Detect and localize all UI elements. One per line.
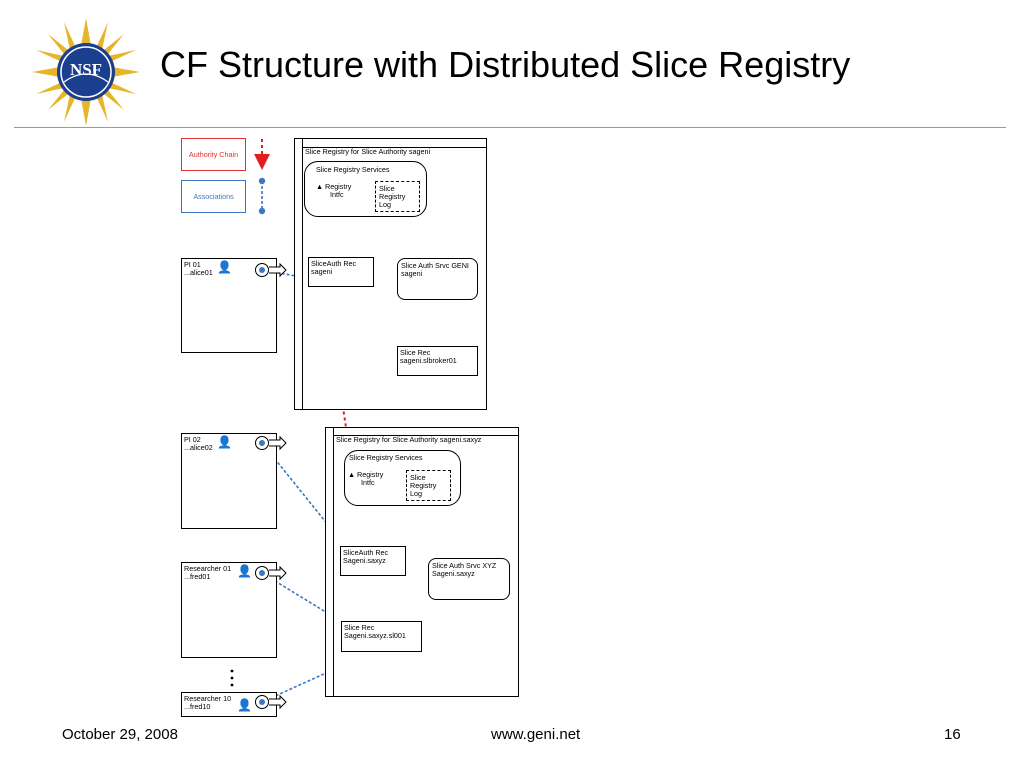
registry1-log-line2: Registry: [379, 192, 406, 201]
registry1-log-line1: Slice: [379, 184, 395, 193]
principal-pi01-id: ...alice01: [184, 268, 213, 277]
principal-researcher10-id: ...fred10: [184, 702, 211, 711]
principal-pi01-name: PI 01: [184, 260, 201, 269]
pi01-port-icon: [255, 262, 287, 278]
registry1-sliceauth-srvc: [397, 258, 478, 300]
association-pi01: [261, 269, 314, 280]
registry2-log-line2: Registry: [410, 481, 437, 490]
principal-pi02: [181, 433, 277, 529]
registry1-frame-inner-line: [302, 138, 303, 410]
registry2-log: [406, 470, 451, 501]
pi02-person-icon: 👤: [217, 435, 232, 449]
legend-associations: Associations: [181, 180, 246, 213]
registry2-log-line1: Slice: [410, 473, 426, 482]
researcher10-port-icon: [255, 694, 287, 710]
registry1-intfc-line2: Intfc: [330, 190, 344, 199]
nsf-logo-text: NSF: [69, 60, 103, 79]
registry2-sliceauth-rec-line2: Sageni.saxyz: [343, 556, 386, 565]
registry1-slice-rec-line1: Slice Rec: [400, 348, 431, 357]
footer-url[interactable]: www.geni.net: [491, 726, 581, 743]
registry1-sliceauth-srvc-line2: sageni: [401, 269, 423, 278]
registry2-slice-rec-line2: Sageni.saxyz.sl001: [344, 631, 406, 640]
registry1-frame-top-line: [302, 147, 487, 148]
footer-date: October 29, 2008: [62, 726, 178, 743]
footer-page-number: 16: [944, 726, 961, 743]
registry2-title: Slice Registry for Slice Authority sagen…: [336, 435, 482, 444]
registry1-sliceauth-rec-line1: SliceAuth Rec: [311, 259, 357, 268]
registry2-sliceauth-rec-line1: SliceAuth Rec: [343, 548, 389, 557]
registry2-intfc-icon: ▲: [348, 470, 356, 479]
registry2-sliceauth-srvc-line1: Slice Auth Srvc XYZ: [432, 561, 497, 570]
registry1-sliceauth-srvc-line1: Slice Auth Srvc GENI: [401, 261, 469, 270]
pi02-port-icon: [255, 435, 287, 451]
registry2-slice-rec-line1: Slice Rec: [344, 623, 375, 632]
registry2-intfc-line1: Registry: [357, 470, 384, 479]
principal-pi02-id: ...alice02: [184, 443, 213, 452]
registry1-slice-rec-line2: sageni.slbroker01: [400, 356, 457, 365]
registry2-services-title: Slice Registry Services: [349, 453, 423, 462]
legend-authority-chain: Authority Chain: [181, 138, 246, 171]
registry1-log: [375, 181, 420, 212]
title-divider: [14, 127, 1006, 128]
association-researcher01: [261, 572, 379, 645]
registry1-services-title: Slice Registry Services: [316, 165, 390, 174]
registry2-frame-inner-line: [333, 427, 334, 697]
registry2-sliceauth-rec: [340, 546, 406, 576]
registry2-intfc-line2: Intfc: [361, 478, 375, 487]
registry2-frame-top-line: [333, 435, 519, 436]
nsf-logo: NSF: [30, 16, 142, 128]
principal-researcher01: [181, 562, 277, 658]
principal-researcher01-id: ...fred01: [184, 572, 211, 581]
registry1-title: Slice Registry for Slice Authority sagen…: [305, 147, 431, 156]
registry1-log-line3: Log: [379, 200, 391, 209]
registry1-slice-rec: [397, 346, 478, 376]
registry1-sliceauth-rec: [308, 257, 374, 287]
researcher10-person-icon: 👤: [237, 698, 252, 712]
page-title: CF Structure with Distributed Slice Regi…: [160, 44, 851, 85]
legend-association-dot-top: [258, 177, 266, 185]
researcher01-person-icon: 👤: [237, 564, 252, 578]
principal-researcher01-name: Researcher 01: [184, 564, 232, 573]
registry2-slice-rec: [341, 621, 422, 652]
registry2-sliceauth-srvc: [428, 558, 510, 600]
researcher01-port-icon: [255, 565, 287, 581]
registry2-log-line3: Log: [410, 489, 422, 498]
pi01-person-icon: 👤: [217, 260, 232, 274]
registry2-sliceauth-srvc-line2: Sageni.saxyz: [432, 569, 475, 578]
registry1-sliceauth-rec-line2: sageni: [311, 267, 333, 276]
principal-pi02-name: PI 02: [184, 435, 201, 444]
legend-association-dot-bottom: [258, 207, 266, 215]
principal-researcher10-name: Researcher 10: [184, 694, 232, 703]
registry1-intfc-icon: ▲: [316, 182, 324, 191]
registry1-intfc-line1: Registry: [325, 182, 352, 191]
